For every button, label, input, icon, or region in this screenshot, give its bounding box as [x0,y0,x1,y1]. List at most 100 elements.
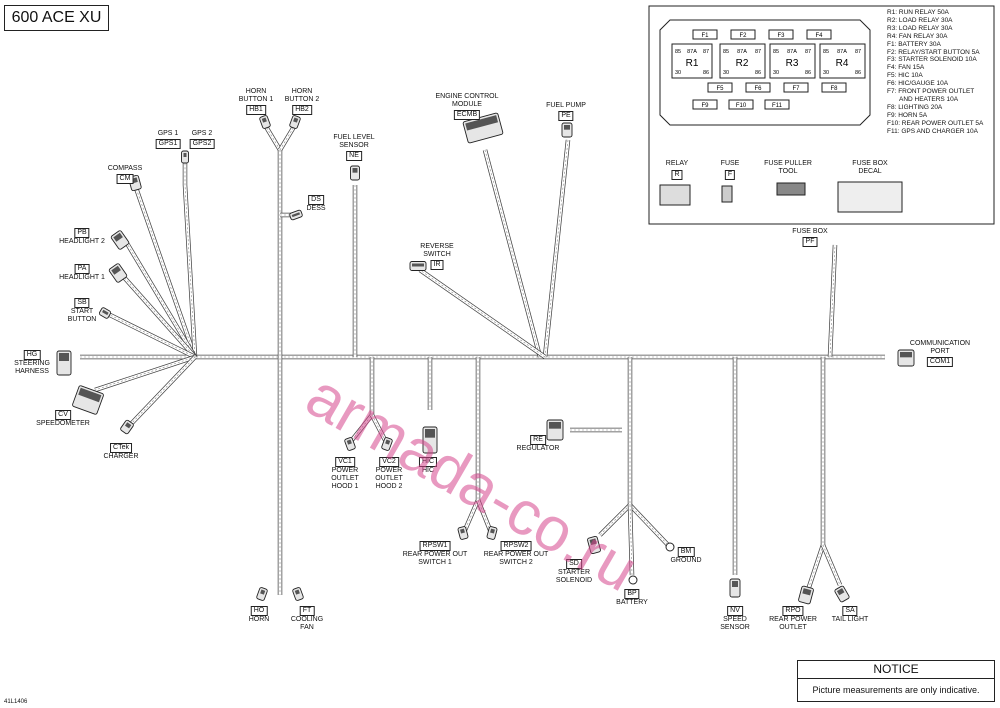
fuse-legend-line: R4: FAN RELAY 30A [887,32,948,40]
harness-branch-dash [544,139,569,358]
connector-face [352,168,358,173]
component-label-vc2: POWER OUTLET HOOD 2 [375,467,403,490]
notice-title: NOTICE [798,661,994,679]
ecm-connector [462,112,504,144]
headlight-2-connector [110,230,130,250]
fuse-F2-label: F2 [739,33,747,39]
component-code-ft: FT [299,606,315,616]
connector-face [412,263,424,267]
relay-pin-label: 87 [755,49,761,55]
fuse-legend-line: F11: GPS AND CHARGER 10A [887,127,978,135]
fuse-F8-slot [821,82,847,93]
component-code-rpsw2: RPSW2 [500,541,532,551]
component-label-ctek: CHARGER [103,453,139,460]
relay-pin-label: 86 [855,70,861,76]
charger-connector [120,419,134,435]
connector-face [490,528,495,534]
connector-face [465,115,499,131]
gps-connector [181,150,189,164]
component-label-nv: SPEED SENSOR [720,616,750,631]
relay-pin-label: 86 [805,70,811,76]
harness-branch-dash [371,414,386,441]
harness-branch-dash [464,357,479,531]
relay-part-icon [659,184,691,206]
connector-body [108,263,128,283]
fuse-legend-line: F7: FRONT POWER OUTLET [887,88,975,96]
component-label-bm: GROUND [670,557,702,564]
harness-branch-dash [264,124,281,151]
relay-pin-label: 30 [723,70,729,76]
fuel-pump-connector [561,122,573,138]
rear-power-outlet-connector [798,585,814,605]
connector-face [589,538,597,546]
speedometer-connector [72,385,104,415]
connector-face [346,439,352,445]
relay-pin-label: 87A [787,49,797,55]
notice-text: Picture measurements are only indicative… [812,685,980,695]
rear-switch-1-connector [457,526,469,540]
component-code-vc1: VC1 [335,457,355,467]
harness-branch-fill [628,504,634,576]
relay-R1-slot [671,43,713,79]
relay-pin-label: 85 [723,49,729,55]
fuse-puller-icon [776,182,806,196]
cooling-fan-connector [292,587,304,601]
connector-face [460,528,465,534]
component-code-vc2: VC2 [379,457,399,467]
fuse-box-decal-icon [837,181,903,213]
fuse-F5-label: F5 [716,86,724,92]
relay-R2-label: R2 [736,58,749,69]
tail-light-connector [834,585,850,603]
notice-box: NOTICE Picture measurements are only ind… [797,660,995,702]
component-label-hb2: HORN BUTTON 2 [284,88,320,103]
component-code-ctek: CTek [110,443,132,453]
fuse-box-part-label: FUSE [720,160,740,167]
component-label-pf: FUSE BOX [792,228,828,235]
harness-branch-dash [94,356,196,391]
relay-pin-label: 87A [837,49,847,55]
fuel-level-connector [350,165,360,181]
relay-pin-label: 86 [755,70,761,76]
fuse-F3-slot [768,29,794,40]
component-code-ir: IR [430,260,444,270]
component-label-gps1: GPS 1 [157,130,179,137]
component-label-ecmb: ENGINE CONTROL MODULE [435,93,499,108]
component-code-ne: NE [346,151,362,161]
relay-pin-label: 87A [687,49,697,55]
connector-face [836,588,845,596]
connector-body [110,230,130,250]
fuse-F3-label: F3 [777,33,785,39]
fuse-legend-line: F9: HORN 5A [887,111,928,119]
fuse-legend-line: F4: FAN 15A [887,64,925,72]
component-label-pe: FUEL PUMP [546,102,586,109]
component-code-gps2: GPS2 [189,139,215,149]
fuse-box-part-label: RELAY [665,160,689,167]
harness-branch-dash [477,499,491,531]
component-code-rpsw1: RPSW1 [419,541,451,551]
fuse-legend-line: F1: BATTERY 30A [887,40,941,48]
component-code-re: RE [530,435,546,445]
fuse-F7-label: F7 [792,86,800,92]
component-label-rpo: REAR POWER OUTLET [769,616,817,631]
connector-face [732,581,738,587]
connector-body [798,585,814,605]
harness-branch-dash [599,504,631,536]
relay-pin-label: 86 [703,70,709,76]
harness-branch-fill [120,274,197,358]
component-label-cv: SPEEDOMETER [36,420,90,427]
fuse-F6-label: F6 [754,86,762,92]
fuse-legend-line: R3: LOAD RELAY 30A [887,24,953,32]
component-code-sd: SD [566,559,582,569]
fuse-F9-label: F9 [701,103,709,109]
fuse-box-part-code: R [671,170,683,180]
headlight-1-connector [108,263,128,283]
battery-terminal [628,575,638,585]
connector-face [549,422,561,429]
steering-harness-connector [56,350,72,376]
harness-branch-dash [419,269,546,358]
fuse-legend-line: F3: STARTER SOLENOID 10A [887,56,977,64]
connector-face [111,265,121,275]
fuse-box-frame [648,5,995,225]
